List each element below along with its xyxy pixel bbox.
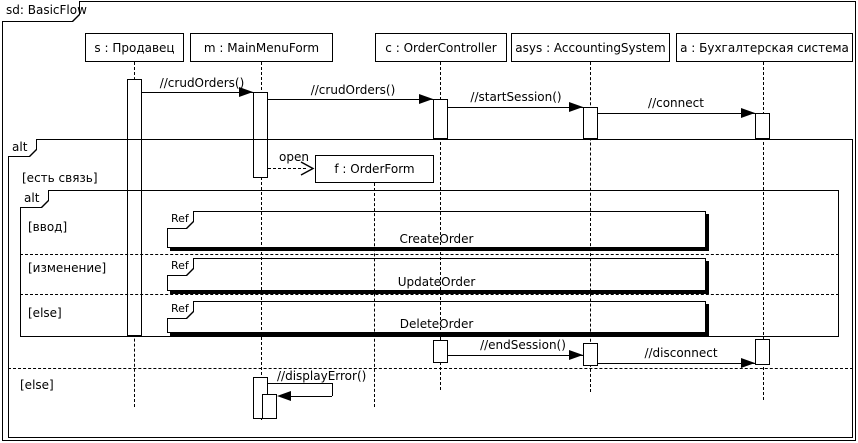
arrowhead-start-session-icon (569, 102, 583, 112)
ref-tag: Ref (171, 212, 189, 225)
inner-alt-operator-pentagon: alt (20, 190, 49, 208)
ref-name-update-order: UpdateOrder (397, 275, 476, 289)
inner-alt-fragment[interactable] (20, 190, 839, 337)
ref-create-order[interactable]: Ref CreateOrder (167, 211, 706, 248)
message-label-display-error[interactable]: //displayError() (277, 369, 367, 383)
lifeline-label-asys: asys : AccountingSystem (515, 40, 666, 55)
lifeline-label-m: m : MainMenuForm (203, 40, 320, 55)
ref-name-delete-order: DeleteOrder (399, 317, 474, 331)
message-line-connect (598, 113, 755, 114)
activation-c-1[interactable] (433, 99, 448, 139)
inner-alt-guard-change: [изменение] (28, 261, 107, 275)
message-line-crud-orders-m-c (268, 99, 433, 100)
inner-alt-guard-else: [else] (28, 306, 62, 320)
message-line-crud-orders-s-m (142, 92, 253, 93)
activation-m-2-nested[interactable] (262, 394, 277, 419)
activation-asys-2[interactable] (583, 343, 598, 366)
lifeline-a (763, 62, 764, 400)
message-line-open (268, 168, 306, 169)
message-line-start-session (448, 107, 583, 108)
sd-frame-label-pentagon[interactable]: sd: BasicFlow (2, 1, 87, 22)
activation-c-2[interactable] (433, 340, 448, 363)
arrowhead-end-session-icon (569, 350, 583, 360)
outer-alt-operator: alt (12, 140, 28, 154)
message-line-display-error-back (289, 396, 332, 397)
activation-a-1[interactable] (755, 113, 770, 139)
lifeline-label-f: f : OrderForm (334, 162, 415, 176)
lifeline-label-a: a : Бухгалтерская система (680, 40, 849, 55)
outer-alt-guard-else: [else] (20, 378, 54, 392)
lifeline-m (261, 62, 262, 420)
message-label-crud-orders-m-c[interactable]: //crudOrders() (310, 83, 396, 97)
outer-alt-divider (8, 368, 853, 369)
ref-delete-order[interactable]: Ref DeleteOrder (167, 301, 706, 333)
arrowhead-crud-orders-m-c-icon (419, 94, 433, 104)
message-label-end-session[interactable]: //endSession() (480, 338, 566, 352)
message-label-start-session[interactable]: //startSession() (470, 90, 562, 104)
lifeline-head-asys[interactable]: asys : AccountingSystem (511, 33, 670, 62)
activation-a-2[interactable] (755, 339, 770, 365)
inner-alt-divider-2 (20, 294, 839, 295)
lifeline-head-m[interactable]: m : MainMenuForm (190, 33, 333, 62)
activation-asys-1[interactable] (583, 107, 598, 139)
arrowhead-connect-icon (741, 108, 755, 118)
message-label-crud-orders-s-m[interactable]: //crudOrders() (159, 76, 245, 90)
lifeline-head-s[interactable]: s : Продавец (85, 33, 184, 62)
inner-alt-guard-input: [ввод] (28, 220, 68, 234)
message-line-disconnect (598, 363, 755, 364)
lifeline-head-c[interactable]: c : OrderController (375, 33, 507, 62)
lifeline-asys (590, 62, 591, 392)
message-label-connect[interactable]: //connect (648, 96, 704, 110)
ref-tag-pentagon: Ref (167, 301, 194, 319)
arrowhead-display-error-icon (277, 391, 291, 401)
message-line-display-error-down (332, 383, 333, 396)
ref-tag-pentagon: Ref (167, 211, 194, 229)
open-arrowhead-icon (300, 161, 315, 176)
outer-alt-operator-pentagon: alt (8, 139, 37, 157)
diagram-title: sd: BasicFlow (6, 3, 87, 17)
message-line-display-error-out (268, 383, 332, 384)
inner-alt-operator: alt (24, 191, 40, 205)
ref-tag: Ref (171, 259, 189, 272)
lifeline-head-a[interactable]: a : Бухгалтерская система (676, 33, 853, 62)
arrowhead-disconnect-icon (741, 358, 755, 368)
activation-s[interactable] (127, 79, 142, 336)
lifeline-f (374, 183, 375, 407)
message-label-disconnect[interactable]: //disconnect (644, 346, 718, 360)
lifeline-label-s: s : Продавец (94, 40, 175, 55)
message-line-end-session (448, 355, 583, 356)
ref-tag: Ref (171, 302, 189, 315)
lifeline-head-f-orderform[interactable]: f : OrderForm (315, 155, 434, 183)
lifeline-c (440, 62, 441, 390)
inner-alt-divider-1 (20, 254, 839, 255)
lifeline-label-c: c : OrderController (385, 40, 497, 55)
ref-update-order[interactable]: Ref UpdateOrder (167, 258, 706, 291)
outer-alt-guard-true: [есть связь] (22, 171, 98, 185)
ref-name-create-order: CreateOrder (399, 232, 474, 246)
message-label-open[interactable]: open (279, 150, 309, 164)
activation-m-1[interactable] (253, 92, 268, 178)
ref-tag-pentagon: Ref (167, 258, 194, 276)
outer-alt-fragment[interactable] (8, 139, 853, 438)
arrowhead-crud-orders-s-m-icon (239, 87, 253, 97)
